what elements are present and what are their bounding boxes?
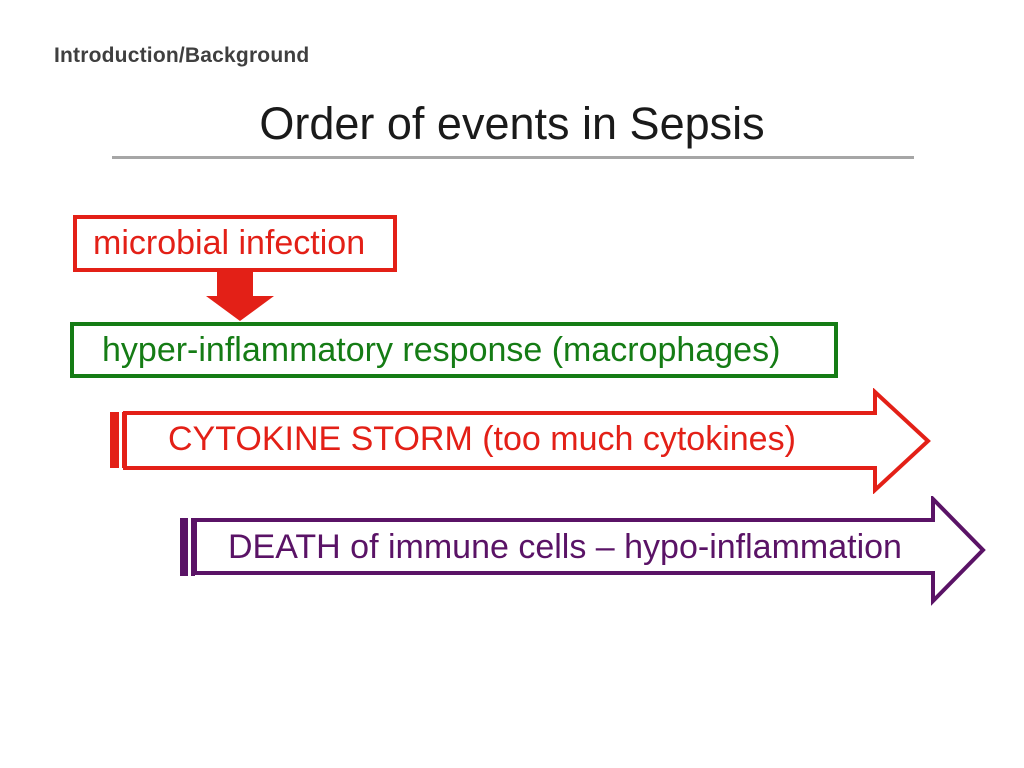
immune-death-label: DEATH of immune cells – hypo-inflammatio… bbox=[228, 528, 902, 566]
cytokine-storm-label: CYTOKINE STORM (too much cytokines) bbox=[168, 420, 796, 458]
slide-section-header: Introduction/Background bbox=[54, 44, 310, 67]
hyper-inflammatory-label: hyper-inflammatory response (macrophages… bbox=[102, 330, 781, 369]
microbial-infection-box: microbial infection bbox=[73, 215, 397, 272]
microbial-infection-label: microbial infection bbox=[93, 224, 366, 262]
hyper-inflammatory-box: hyper-inflammatory response (macrophages… bbox=[70, 322, 838, 378]
down-arrow-icon bbox=[206, 270, 274, 321]
cytokine-storm-arrow-icon bbox=[110, 388, 931, 494]
slide-title: Order of events in Sepsis bbox=[259, 98, 765, 149]
immune-death-arrow-icon bbox=[180, 496, 986, 606]
title-underline bbox=[112, 156, 914, 159]
